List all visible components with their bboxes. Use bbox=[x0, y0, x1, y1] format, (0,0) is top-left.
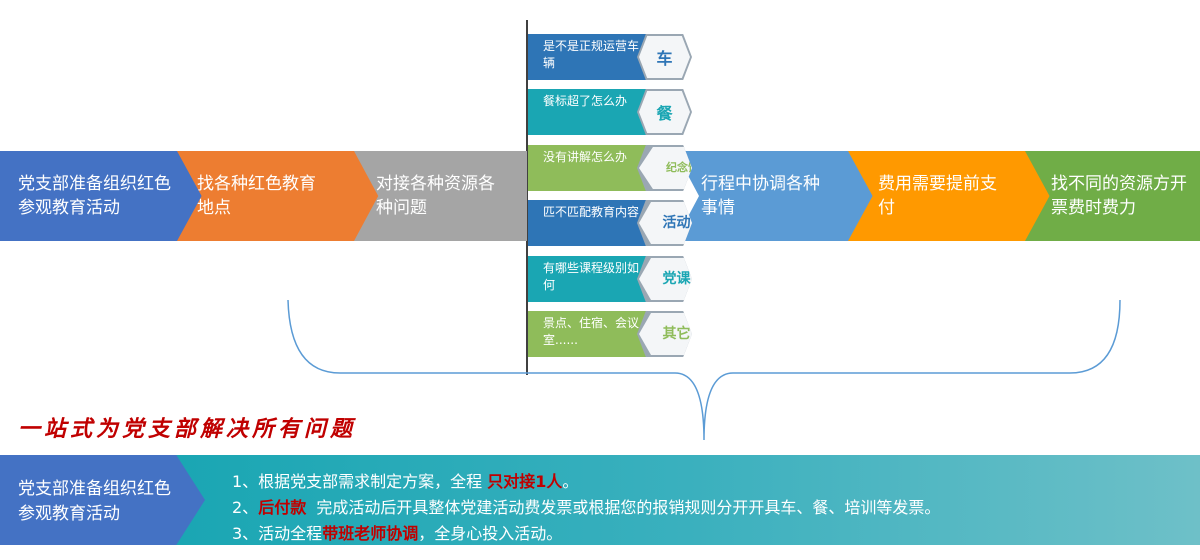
flow-step-1: 党支部准备组织红色参观教育活动 bbox=[0, 151, 205, 241]
issue-tag-3: 纪念馆 bbox=[637, 145, 692, 191]
solution-line-3-c: ，全身心投入活动。 bbox=[418, 524, 563, 543]
issue-text: 景点、住宿、会议室...... bbox=[543, 316, 640, 347]
solution-title: 党支部准备组织红色参观教育活动 bbox=[0, 455, 205, 545]
brace-connector bbox=[287, 299, 1121, 441]
solution-line-1-highlight: 只对接1人 bbox=[487, 472, 563, 491]
vertical-divider bbox=[526, 20, 528, 375]
issue-tag-label: 其它 bbox=[639, 313, 692, 355]
solution-title-text: 党支部准备组织红色参观教育活动 bbox=[18, 479, 171, 524]
flow-step-4: 行程中协调各种事情 bbox=[675, 151, 875, 241]
flow-step-2-text: 找各种红色教育地点 bbox=[197, 174, 316, 218]
issue-tag-1: 车 bbox=[637, 34, 692, 80]
solution-line-2-a: 2、 bbox=[232, 498, 259, 517]
flow-step-2: 找各种红色教育地点 bbox=[177, 151, 382, 241]
issue-text: 是不是正规运营车辆 bbox=[543, 39, 640, 70]
solution-line-3-a: 3、活动全程 bbox=[232, 524, 323, 543]
flow-step-6: 找不同的资源方开票费时费力 bbox=[1025, 151, 1200, 241]
issue-tag-label: 党课 bbox=[639, 258, 692, 300]
solution-line-1: 1、根据党支部需求制定方案，全程 只对接1人。 bbox=[232, 468, 578, 492]
flow-step-5: 费用需要提前支付 bbox=[848, 151, 1053, 241]
solution-line-1-c: 。 bbox=[562, 472, 579, 491]
issue-tag-label: 活动 bbox=[639, 202, 692, 244]
solution-line-2-highlight: 后付款 bbox=[258, 498, 307, 517]
flow-step-6-text: 找不同的资源方开票费时费力 bbox=[1051, 174, 1187, 218]
solution-panel bbox=[175, 455, 1200, 545]
issue-tag-4: 活动 bbox=[637, 200, 692, 246]
issue-text: 餐标超了怎么办 bbox=[543, 94, 628, 108]
issue-tag-label: 餐 bbox=[639, 91, 690, 133]
issue-tag-2: 餐 bbox=[637, 89, 692, 135]
solution-line-1-a: 1、根据党支部需求制定方案，全程 bbox=[232, 472, 488, 491]
issue-tag-label: 车 bbox=[639, 36, 690, 78]
flow-step-3: 对接各种资源各种问题 bbox=[354, 151, 527, 241]
solution-line-3: 3、活动全程带班老师协调，全身心投入活动。 bbox=[232, 520, 562, 544]
solution-line-2: 2、后付款 完成活动后开具整体党建活动费发票或根据您的报销规则分开开具车、餐、培… bbox=[232, 494, 940, 518]
issue-text: 没有讲解怎么办 bbox=[543, 150, 628, 164]
solution-line-3-highlight: 带班老师协调 bbox=[322, 524, 419, 543]
issue-text: 有哪些课程级别如何 bbox=[543, 261, 640, 292]
issue-text: 匹不匹配教育内容 bbox=[543, 205, 640, 219]
slogan: 一站式为党支部解决所有问题 bbox=[18, 417, 357, 442]
flow-step-1-text: 党支部准备组织红色参观教育活动 bbox=[18, 174, 171, 218]
flow-step-3-text: 对接各种资源各种问题 bbox=[376, 174, 495, 218]
solution-line-2-c: 完成活动后开具整体党建活动费发票或根据您的报销规则分开开具车、餐、培训等发票。 bbox=[306, 498, 941, 517]
issue-tag-6: 其它 bbox=[637, 311, 692, 357]
flow-step-4-text: 行程中协调各种事情 bbox=[701, 174, 820, 218]
flow-step-5-text: 费用需要提前支付 bbox=[878, 174, 997, 218]
issue-tag-5: 党课 bbox=[637, 256, 692, 302]
